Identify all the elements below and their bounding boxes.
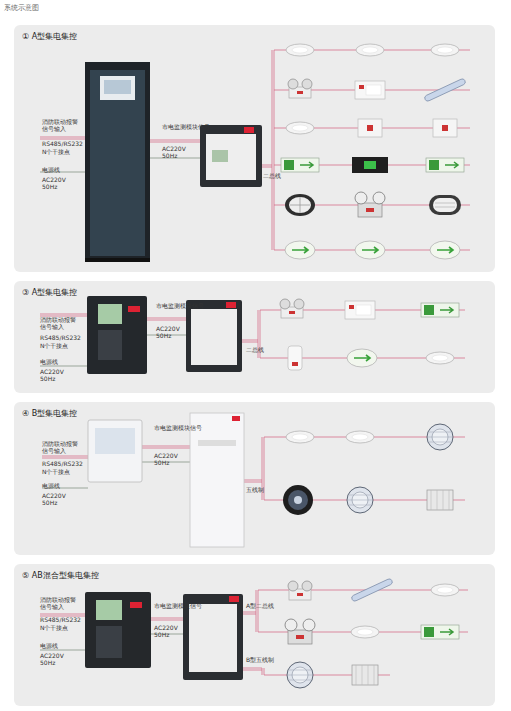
signal-label: AC220V 50Hz (154, 624, 182, 638)
signal-label: RS485/RS232 (42, 460, 102, 467)
section-heading: ⑤ AB混合型集电集控 (22, 570, 99, 581)
signal-label: AC220V 50Hz (156, 325, 184, 339)
signal-label: AC220V 50Hz (42, 176, 70, 190)
signal-label: 消防联动报警信号输入 (40, 596, 80, 610)
signal-label: AC220V 50Hz (40, 652, 68, 666)
signal-label: 二总线 (246, 346, 286, 353)
section-heading: ③ A型集电集控 (22, 287, 77, 298)
signal-label: AC220V 50Hz (40, 368, 68, 382)
controller-rack (85, 592, 151, 668)
signal-label: 电源线 (42, 482, 82, 489)
luminaires (283, 424, 453, 515)
section-band: ③ A型集电集控 (14, 281, 495, 393)
signal-label: N个干接点 (42, 468, 102, 475)
signal-label: 市电监测模块信号 (154, 602, 224, 609)
signal-label: 电源线 (42, 166, 82, 173)
signal-label: N个干接点 (40, 342, 100, 349)
signal-label: 电源线 (40, 642, 80, 649)
signal-label: 二总线 (263, 172, 303, 179)
signal-label: 市电监测模块信号 (154, 424, 224, 431)
signal-label: RS485/RS232 (40, 334, 100, 341)
signal-label: RS485/RS232 (42, 140, 102, 147)
signal-label: N个干接点 (40, 624, 100, 631)
signal-label: AC220V 50Hz (154, 452, 182, 466)
power-cabinet (190, 413, 244, 547)
signal-label: 市电监测模块信号 (162, 123, 232, 130)
signal-label: 消防联动报警信号输入 (40, 316, 80, 330)
signal-label: 电源线 (40, 358, 80, 365)
section-heading: ④ B型集电集控 (22, 408, 77, 419)
signal-label: B型五线制 (246, 656, 296, 663)
controller-unit (87, 296, 147, 374)
signal-label: 五线制 (246, 486, 286, 493)
signal-label: AC220V 50Hz (42, 492, 70, 506)
signal-label: AC220V 50Hz (162, 145, 190, 159)
controller-cabinet (85, 62, 150, 262)
luminaires (285, 578, 459, 688)
distribution-box (200, 125, 262, 187)
distribution-box (186, 300, 242, 372)
signal-label: 市电监测模块信号 (156, 302, 226, 309)
signal-label: RS485/RS232 (40, 616, 100, 623)
wires (40, 50, 470, 675)
controller-panel (88, 420, 142, 482)
luminaires (280, 299, 459, 370)
signal-label: A型二总线 (246, 602, 296, 609)
section-band: ④ B型集电集控 (14, 402, 495, 555)
signal-label: 消防联动报警信号输入 (42, 118, 82, 132)
signal-label: 消防联动报警信号输入 (42, 440, 82, 454)
luminaires (281, 44, 466, 259)
signal-label: N个干接点 (42, 148, 102, 155)
section-heading: ① A型集电集控 (22, 31, 77, 42)
page-title: 系统示意图 (4, 3, 39, 13)
